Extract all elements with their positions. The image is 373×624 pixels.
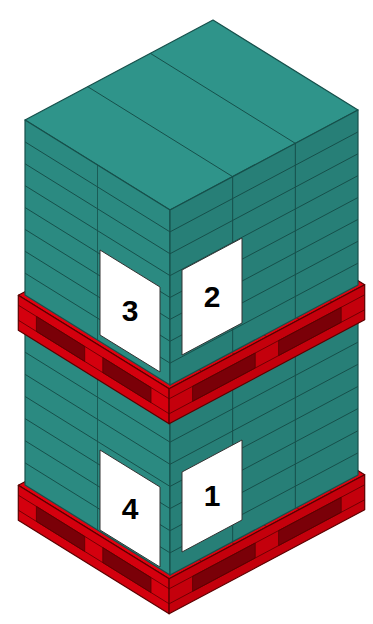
box-divider-line: [295, 353, 296, 508]
callout-number: 4: [100, 494, 160, 524]
box-layer-line: [170, 132, 358, 232]
box-divider-line: [150, 53, 295, 143]
label-sheet-shape: [100, 450, 160, 567]
box-divider-line: [295, 143, 296, 318]
box-stack-right: [170, 110, 358, 385]
label-sheet: 3: [100, 250, 160, 372]
label-sheet-shape: [182, 440, 242, 552]
label-sheet-shape: [182, 238, 242, 355]
label-sheet: 4: [100, 450, 160, 567]
callout-number: 1: [182, 481, 242, 511]
box-divider-line: [88, 87, 233, 177]
box-divider-line: [97, 165, 98, 340]
box-layer-line: [170, 176, 358, 276]
callout-number: 2: [182, 282, 242, 312]
label-sheet: 2: [182, 238, 242, 355]
label-sheet-shape: [100, 250, 160, 372]
box-layer-line: [170, 154, 358, 254]
box-stack-left: [25, 120, 170, 385]
box-divider-line: [97, 375, 98, 530]
callout-number: 3: [100, 296, 160, 326]
label-sheet: 1: [182, 440, 242, 552]
